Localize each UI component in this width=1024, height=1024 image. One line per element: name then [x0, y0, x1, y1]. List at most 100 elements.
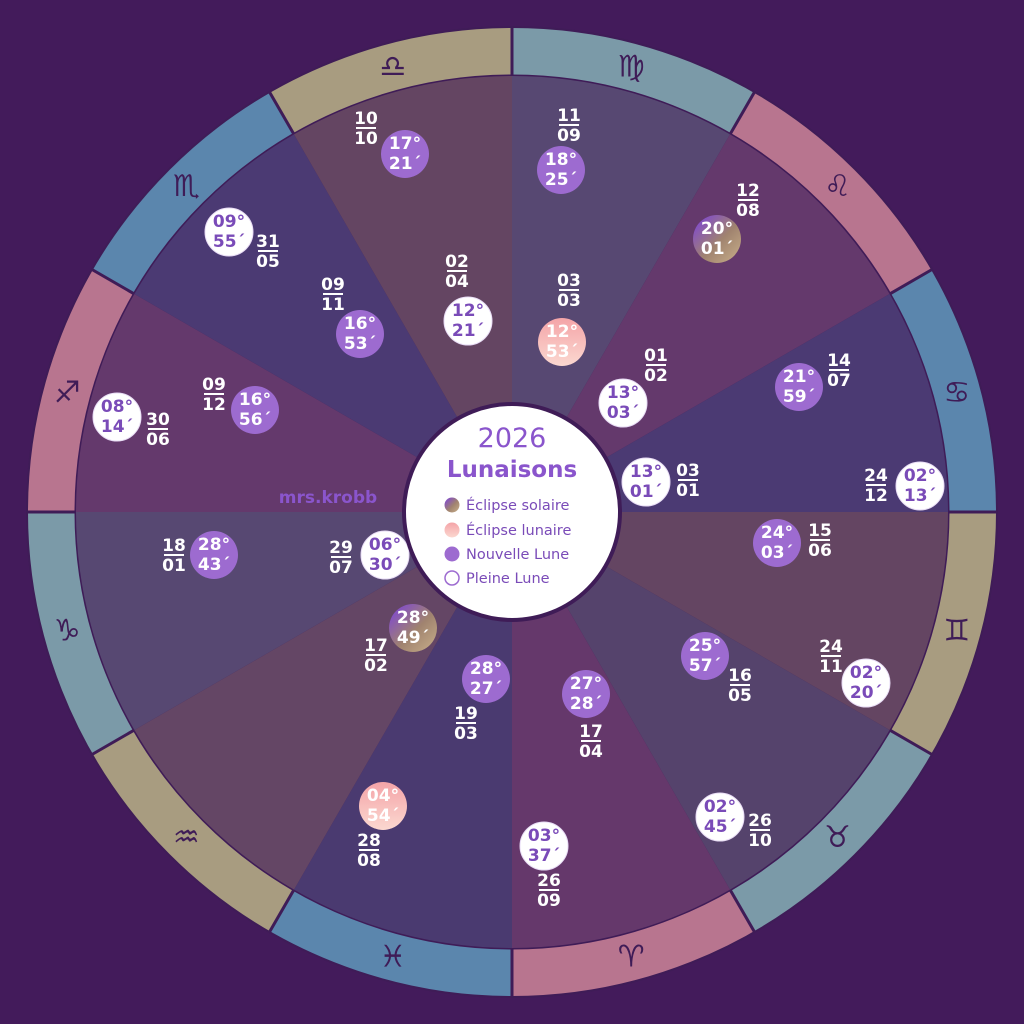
aries-icon: ♈ — [618, 939, 645, 974]
ring-outer-border — [26, 26, 998, 998]
legend-label-lunar: Éclipse lunaire — [466, 522, 571, 539]
wedge-cancer — [605, 294, 948, 512]
lunation-day: 01 — [644, 346, 668, 366]
ring-segment-sagittarius — [27, 269, 135, 512]
lunation-degree: 04° — [367, 786, 399, 806]
lunation-degree: 12° — [546, 322, 578, 342]
wedge-taurus — [566, 566, 890, 890]
ring-segment-gemini — [889, 512, 997, 755]
full-moon-disc — [695, 792, 745, 842]
lunation-minute: 20´ — [850, 683, 882, 703]
lunation-minute: 49´ — [397, 628, 429, 648]
new-moon-disc — [562, 670, 610, 718]
lunation-day: 29 — [329, 538, 353, 558]
lunation-minute: 14´ — [101, 417, 133, 437]
full-moon-swatch-icon — [444, 570, 460, 586]
credit: mrs.krobb — [279, 488, 377, 508]
lunation-degree: 08° — [101, 397, 133, 417]
ring-segment-taurus — [730, 730, 933, 933]
lunation-month: 11 — [819, 657, 843, 677]
lunation-minute: 45´ — [704, 817, 736, 837]
ring-segment-libra — [269, 27, 512, 135]
lunation-degree: 12° — [452, 301, 484, 321]
libra-icon: ♎ — [379, 50, 406, 85]
solar-moon-disc — [693, 215, 741, 263]
lunation-degree: 02° — [850, 663, 882, 683]
lunation-degree: 02° — [704, 797, 736, 817]
lunation-minute: 27´ — [470, 679, 502, 699]
lunation-day: 17 — [579, 722, 603, 742]
lunation-day: 03 — [676, 461, 700, 481]
lunation-day: 28 — [357, 831, 381, 851]
legend-label-new: Nouvelle Lune — [466, 547, 569, 563]
full-moon-disc — [841, 658, 891, 708]
legend-label-solar: Éclipse solaire — [466, 497, 569, 514]
lunation-minute: 53´ — [344, 334, 376, 354]
lunation-degree: 28° — [198, 535, 230, 555]
full-moon-disc — [204, 207, 254, 257]
ring-segment-aquarius — [91, 730, 294, 933]
lunation-day: 16 — [728, 666, 752, 686]
lunation-day: 10 — [354, 109, 378, 129]
lunation-day: 12 — [736, 181, 760, 201]
lunation-month: 08 — [357, 851, 381, 871]
full-moon-disc — [443, 296, 493, 346]
lunation-day: 09 — [202, 375, 226, 395]
lunation-month: 09 — [557, 126, 581, 146]
legend-label-full: Pleine Lune — [466, 571, 550, 587]
lunation-month: 03 — [557, 291, 581, 311]
lunation-month: 09 — [537, 891, 561, 911]
legend-item-full: Pleine Lune — [444, 570, 550, 587]
lunation-degree: 28° — [397, 608, 429, 628]
lunation-minute: 01´ — [630, 482, 662, 502]
lunation-month: 06 — [808, 541, 832, 561]
new-moon-disc — [753, 519, 801, 567]
lunation-month: 05 — [256, 252, 280, 272]
lunation-month: 02 — [644, 366, 668, 386]
lunation-minute: 56´ — [239, 410, 271, 430]
lunation-degree: 25° — [689, 636, 721, 656]
lunation-minute: 55´ — [213, 232, 245, 252]
aquarius-icon: ♒ — [173, 820, 200, 855]
lunar-moon-disc — [538, 318, 586, 366]
wedge-aquarius — [134, 566, 459, 890]
lunation-day: 11 — [557, 106, 581, 126]
lunation-minute: 03´ — [761, 543, 793, 563]
new-moon-disc — [462, 655, 510, 703]
ring-segment-scorpio — [91, 91, 294, 294]
lunation-minute: 03´ — [607, 403, 639, 423]
new-moon-disc — [190, 531, 238, 579]
lunation-minute: 30´ — [369, 555, 401, 575]
lunation-month: 01 — [676, 481, 700, 501]
full-moon-disc — [598, 378, 648, 428]
lunation-minute: 25´ — [545, 170, 577, 190]
lunation-degree: 21° — [783, 367, 815, 387]
legend-item-lunar: Éclipse lunaire — [444, 522, 571, 539]
lunation-degree: 18° — [545, 150, 577, 170]
lunation-day: 14 — [827, 351, 851, 371]
lunation-day: 30 — [146, 410, 170, 430]
lunation-day: 18 — [162, 536, 186, 556]
ring-segment-pisces — [269, 889, 512, 997]
lunation-minute: 21´ — [389, 154, 421, 174]
center-panel: 2026 Lunaisons Éclipse solaire Éclipse l… — [402, 402, 622, 622]
lunation-day: 02 — [445, 252, 469, 272]
lunation-day: 26 — [537, 871, 561, 891]
lunation-month: 10 — [354, 129, 378, 149]
lunation-month: 06 — [146, 430, 170, 450]
new-moon-disc — [681, 632, 729, 680]
wedge-leo — [566, 134, 890, 459]
